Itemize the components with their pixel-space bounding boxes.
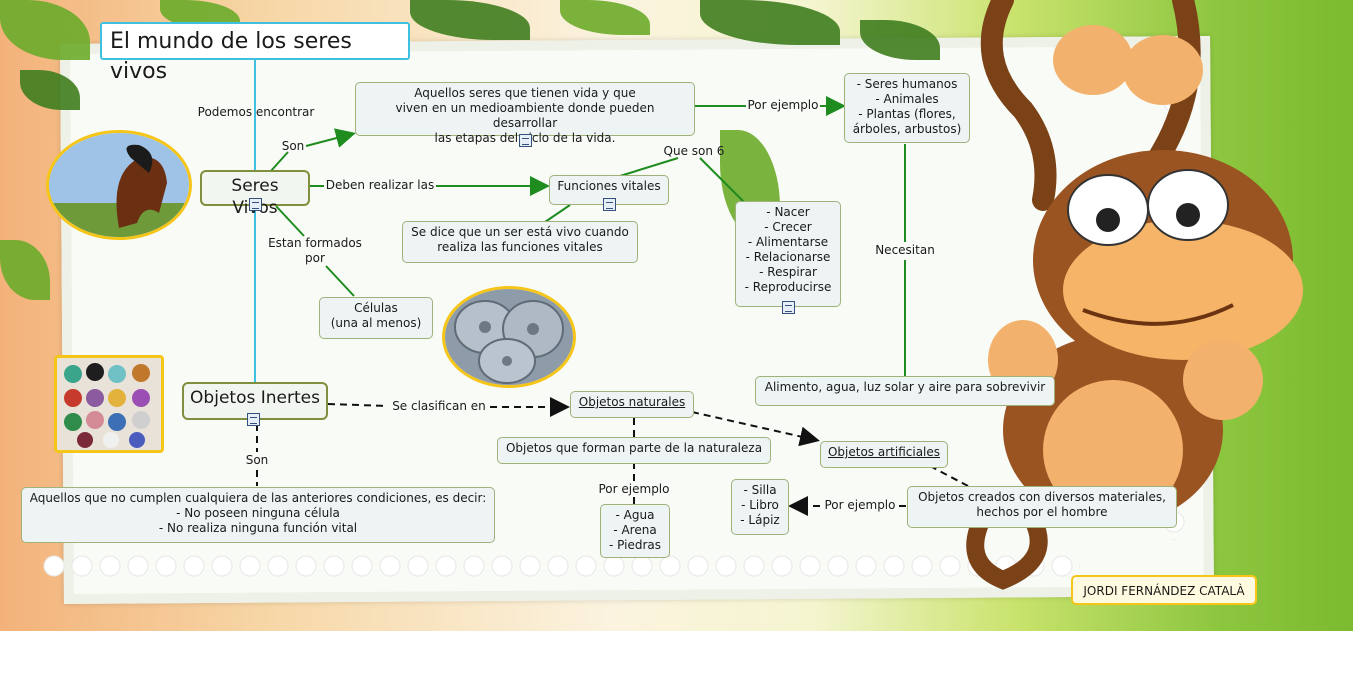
node-objetos-artificiales[interactable]: Objetos artificiales: [820, 441, 948, 468]
node-ejemplos-artificiales[interactable]: - Silla - Libro - Lápiz: [731, 479, 789, 535]
link-label-estan-formados: Estan formados por: [268, 236, 362, 265]
node-objetos-naturales[interactable]: Objetos naturales: [570, 391, 694, 418]
link-label-necesitan: Necesitan: [875, 243, 935, 257]
author-credit: JORDI FERNÁNDEZ CATALÀ: [1071, 575, 1257, 605]
node-forman-parte[interactable]: Objetos que forman parte de la naturalez…: [497, 437, 771, 464]
node-lista-funciones[interactable]: - Nacer - Crecer - Alimentarse - Relacio…: [735, 201, 841, 307]
document-icon[interactable]: [247, 413, 260, 426]
node-objetos-artificiales-label: Objetos artificiales: [827, 445, 941, 459]
stones-photo: [54, 355, 164, 453]
link-label-deben-realizar: Deben realizar las: [325, 178, 435, 192]
node-objetos-naturales-label: Objetos naturales: [578, 395, 686, 409]
document-icon[interactable]: [249, 198, 262, 211]
cell-photo: [442, 286, 576, 388]
concept-map-canvas: El mundo de los seres vivos Seres Vivos …: [0, 0, 1353, 631]
node-definicion-seres[interactable]: Aquellos seres que tienen vida y que viv…: [355, 82, 695, 145]
link-label-por-ejemplo-artificiales: Por ejemplo: [824, 498, 896, 512]
map-title[interactable]: El mundo de los seres vivos: [100, 22, 410, 84]
lace-border-bottom: [40, 552, 1080, 580]
link-label-podemos-encontrar: Podemos encontrar: [197, 105, 315, 119]
node-def-inertes[interactable]: Aquellos que no cumplen cualquiera de la…: [21, 487, 495, 543]
monkey-illustration: [966, 0, 1303, 590]
node-necesidades[interactable]: Alimento, agua, luz solar y aire para so…: [755, 376, 1055, 406]
node-ejemplos-naturales[interactable]: - Agua - Arena - Piedras: [600, 504, 670, 558]
link-label-se-clasifican: Se clasifican en: [392, 399, 486, 413]
link-label-que-son-6: Que son 6: [663, 144, 725, 158]
node-creados[interactable]: Objetos creados con diversos materiales,…: [907, 486, 1177, 528]
node-ejemplos-seres[interactable]: - Seres humanos - Animales - Plantas (fl…: [844, 73, 970, 143]
document-icon[interactable]: [782, 301, 795, 314]
document-icon[interactable]: [519, 134, 532, 147]
node-celulas[interactable]: Células (una al menos): [319, 297, 433, 339]
node-vivo-cuando[interactable]: Se dice que un ser está vivo cuando real…: [402, 221, 638, 263]
link-label-son: Son: [281, 139, 305, 153]
connection-lines: [254, 58, 969, 516]
document-icon[interactable]: [603, 198, 616, 211]
link-label-por-ejemplo-naturales: Por ejemplo: [598, 482, 670, 496]
link-label-son-inertes: Son: [245, 453, 269, 467]
link-label-por-ejemplo: Por ejemplo: [747, 98, 819, 112]
